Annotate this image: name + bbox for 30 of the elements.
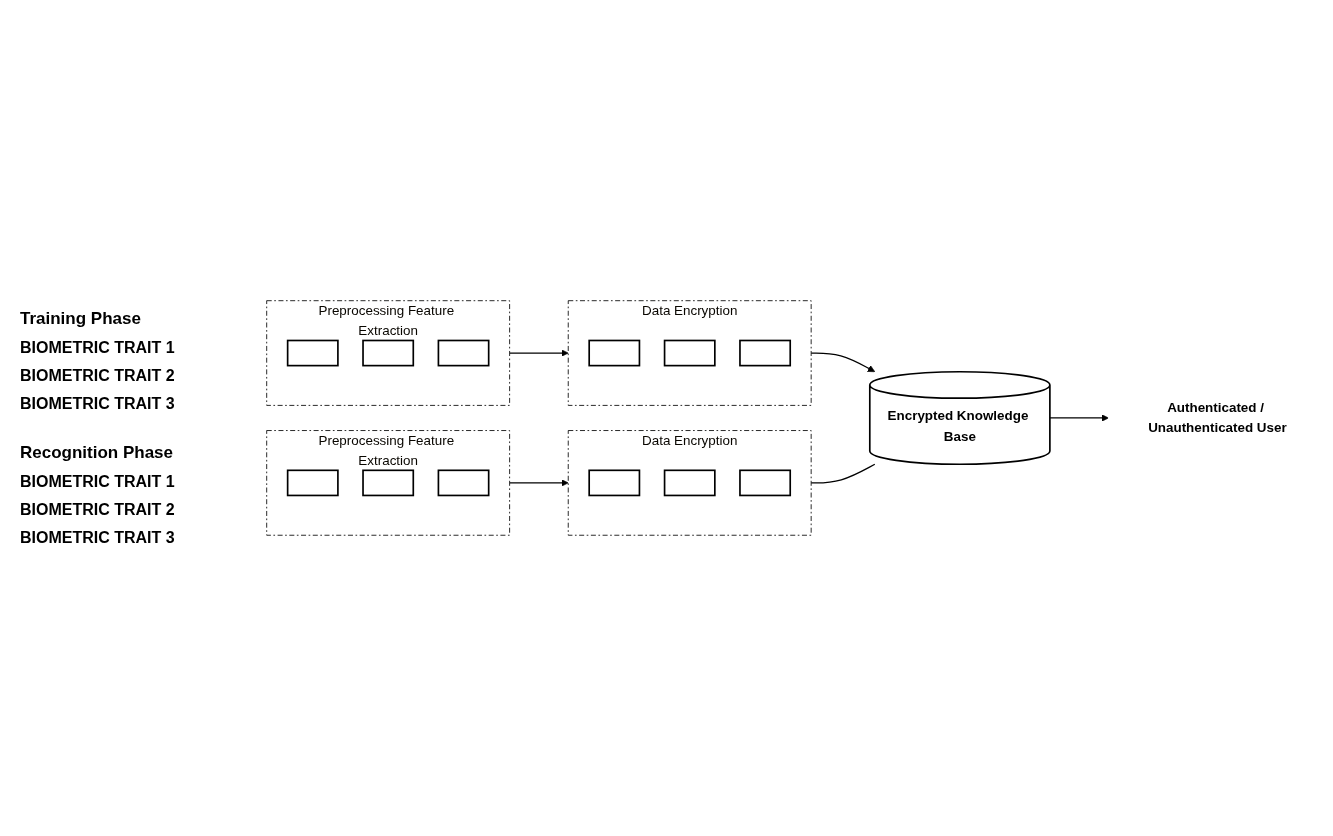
trait-label: BIOMETRIC TRAIT 2	[20, 501, 176, 519]
node-box	[362, 469, 415, 497]
trait-label: BIOMETRIC TRAIT 3	[20, 529, 176, 547]
node-box	[437, 469, 490, 497]
trait-label: BIOMETRIC TRAIT 1	[20, 339, 176, 357]
node-box	[588, 339, 641, 367]
arrow	[1049, 414, 1109, 422]
node-box	[286, 469, 339, 497]
arrow	[509, 479, 569, 487]
cluster: Data Encryption	[567, 430, 812, 536]
arrow	[810, 352, 876, 373]
node-box	[286, 339, 339, 367]
trait-label: BIOMETRIC TRAIT 1	[20, 473, 176, 491]
cluster: Preprocessing Feature Extraction	[266, 430, 511, 536]
node-text: Authenticated / Unauthenticated User	[1148, 400, 1287, 435]
cluster: Data Encryption	[567, 300, 812, 406]
arrow	[509, 349, 569, 357]
node-box	[437, 339, 490, 367]
node-box	[739, 339, 792, 367]
connector	[810, 463, 876, 484]
node-box	[588, 469, 641, 497]
node-box	[663, 339, 716, 367]
node-box	[362, 339, 415, 367]
phase-label: Training Phase	[20, 309, 142, 329]
node-box	[663, 469, 716, 497]
cluster: Preprocessing Feature Extraction	[266, 300, 511, 406]
node-box	[739, 469, 792, 497]
trait-label: BIOMETRIC TRAIT 3	[20, 395, 176, 413]
phase-label: Recognition Phase	[20, 443, 175, 463]
trait-label: BIOMETRIC TRAIT 2	[20, 367, 176, 385]
